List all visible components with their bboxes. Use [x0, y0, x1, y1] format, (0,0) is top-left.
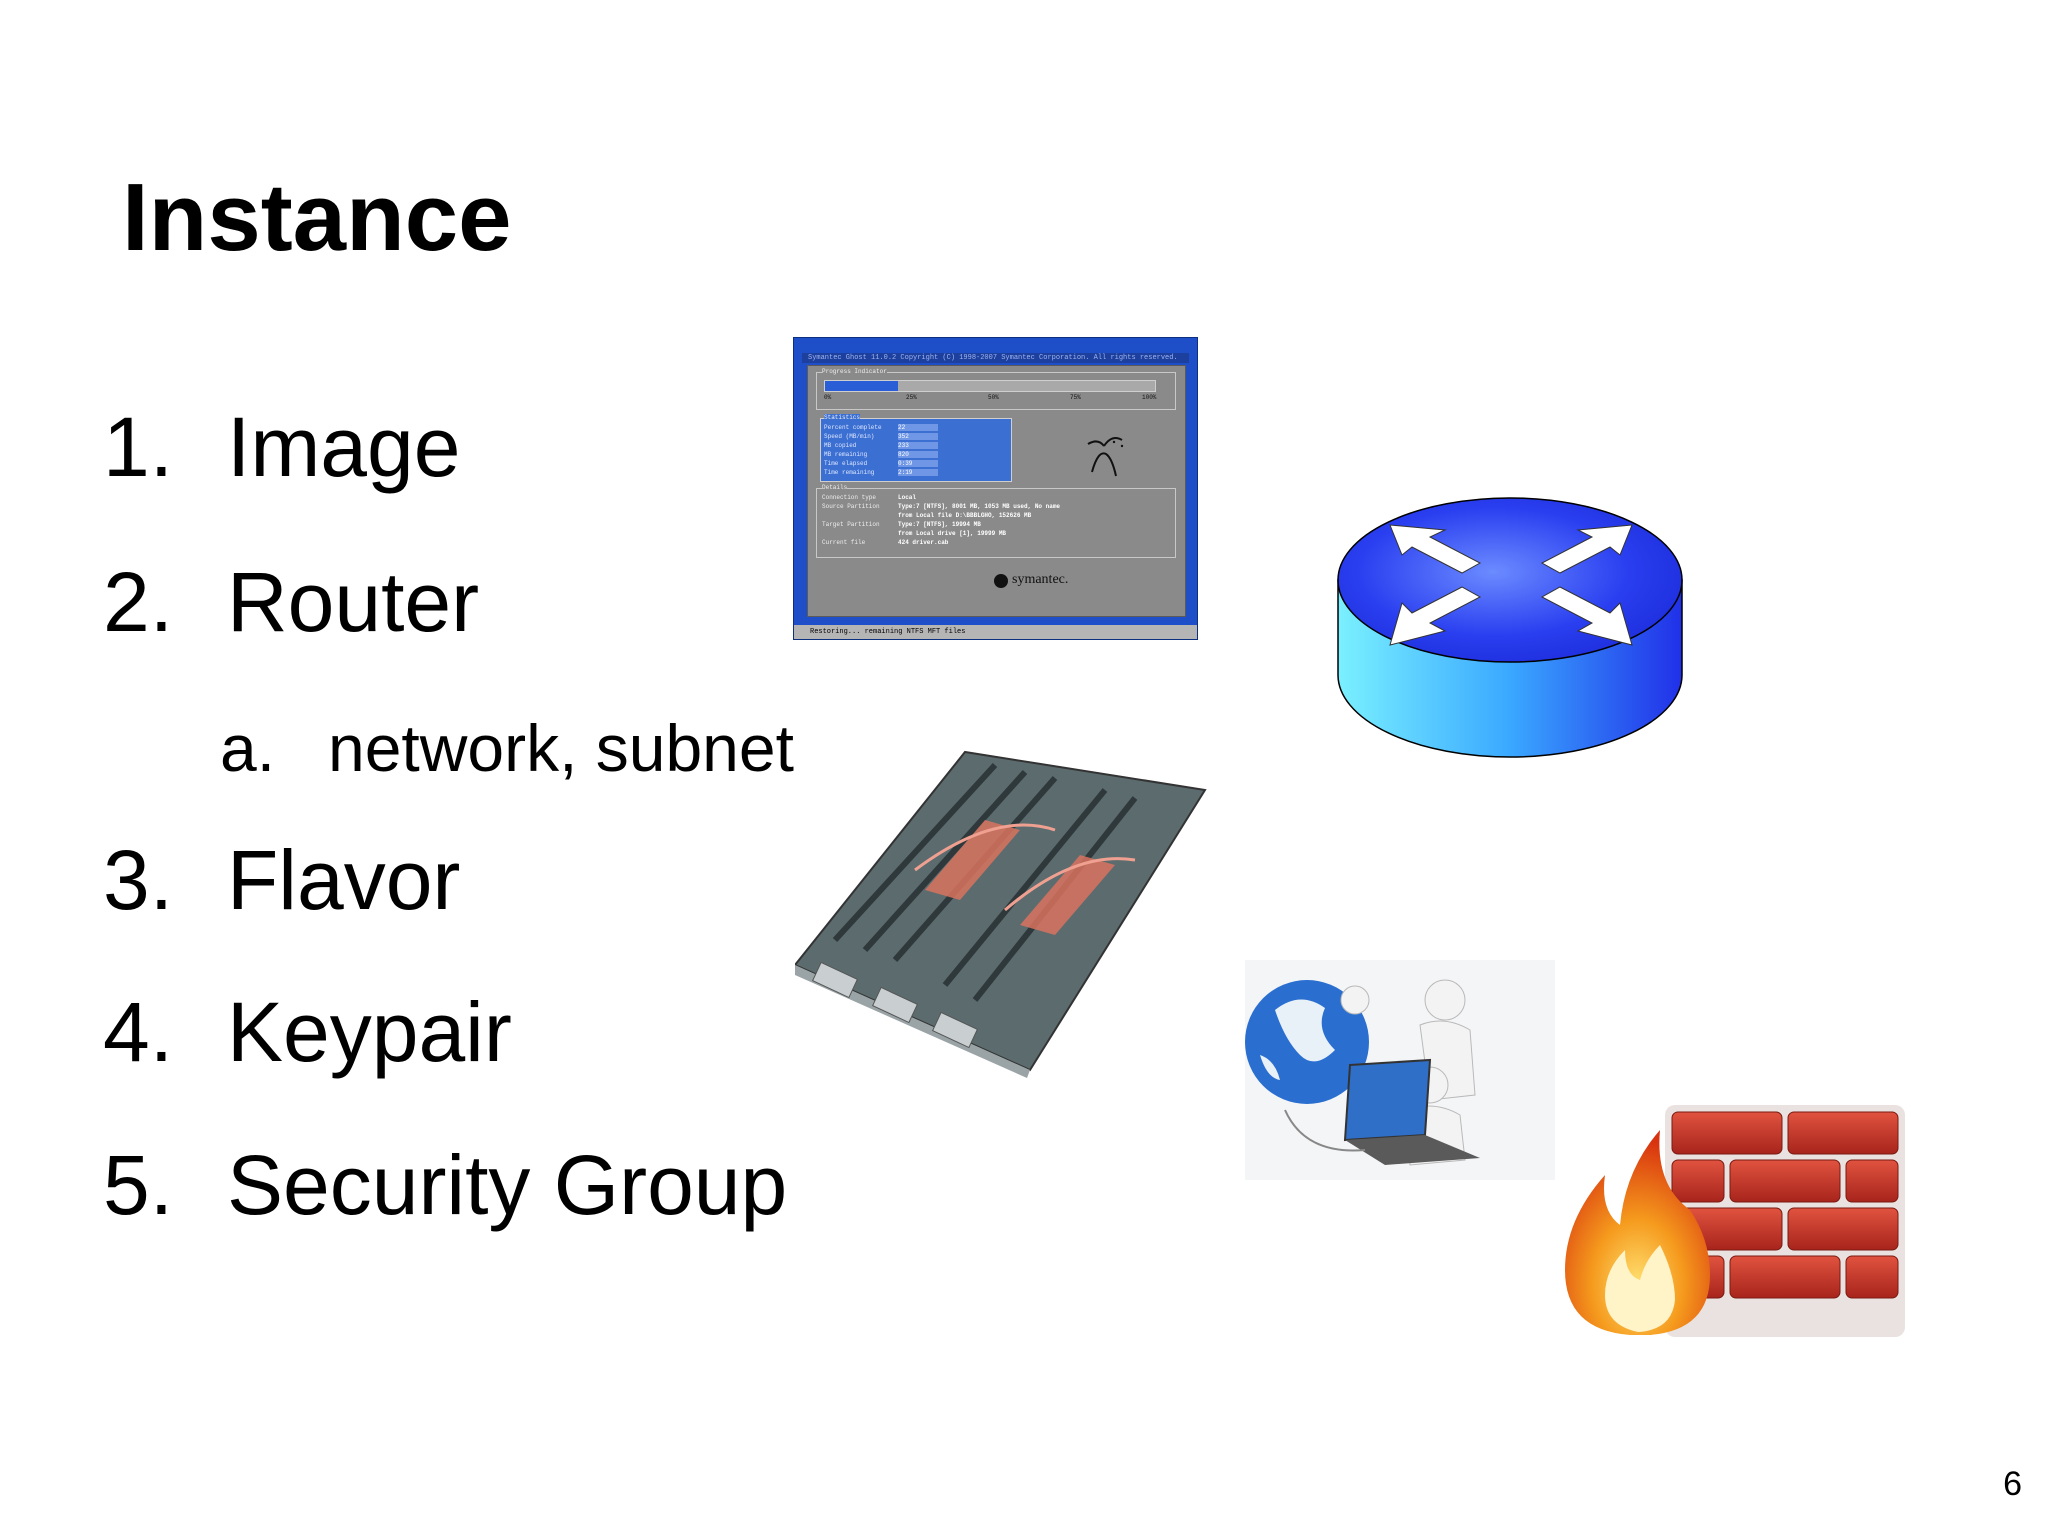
ghost-stat-name: Time remaining [824, 469, 875, 476]
symantec-logo-icon [994, 574, 1008, 588]
ghost-stat-value: 233 [898, 442, 938, 449]
ghost-scale-75: 75% [1070, 394, 1081, 401]
sub-item-label: network, subnet [328, 711, 794, 785]
server-board-image [795, 750, 1207, 1078]
sub-item-letter: a. [220, 711, 276, 785]
ghost-progress-fill [825, 381, 898, 391]
ghost-scale-0: 0% [824, 394, 832, 401]
ghost-scale-50: 50% [988, 394, 999, 401]
list-item-number: 1. [103, 400, 174, 494]
ghost-main-panel: Progress Indicator 0% 25% 50% 75% 100% S… [807, 365, 1186, 617]
ghost-stat-name: MB remaining [824, 451, 868, 458]
people-globe-laptop-image [1245, 960, 1555, 1180]
ghost-screenshot-image: Symantec Ghost 11.0.2 Copyright (C) 1998… [793, 337, 1198, 640]
ghost-progress-group [816, 372, 1176, 410]
ghost-stat-value: 22 [898, 424, 938, 431]
list-item-label: Router [227, 555, 480, 649]
router-icon [1337, 497, 1683, 758]
ghost-stat-value: 2:19 [898, 469, 938, 476]
ghost-stat-value: 0:39 [898, 460, 938, 467]
ghost-scale-100: 100% [1142, 394, 1157, 401]
ghost-detail-name: Connection type [822, 494, 877, 501]
ghost-progress-track [824, 380, 1156, 392]
list-item-label: Image [227, 400, 461, 494]
ghost-detail-value: Local [898, 494, 917, 501]
ghost-stat-name: Speed (MB/min) [824, 433, 875, 440]
list-item-number: 2. [103, 555, 174, 649]
list-item-number: 3. [103, 833, 174, 927]
firewall-icon [1565, 1105, 1905, 1337]
ghost-detail-value: Type:7 [NTFS], 19994 MB [898, 521, 981, 528]
list-item-label: Security Group [227, 1138, 788, 1232]
list-item-label: Flavor [227, 833, 461, 927]
ghost-detail-value: Type:7 [NTFS], 8001 MB, 1053 MB used, No… [898, 503, 1061, 510]
ghost-details-box [816, 488, 1176, 558]
ghost-detail-name: Current file [822, 539, 866, 546]
ghost-progress-label: Progress Indicator [822, 368, 887, 375]
ghost-stat-name: Percent complete [824, 424, 882, 431]
ghost-stat-name: Time elapsed [824, 460, 868, 467]
ghost-detail-name: Target Partition [822, 521, 880, 528]
ghost-detail-value: 424 driver.cab [898, 539, 949, 546]
symantec-brand-text: symantec. [1012, 572, 1069, 587]
ghost-scale-25: 25% [906, 394, 917, 401]
list-item-label: Keypair [227, 985, 512, 1079]
ghost-statistics-label: Statistics [824, 414, 861, 421]
ghost-stat-value: 352 [898, 433, 938, 440]
page-number: 6 [2003, 1465, 2022, 1503]
ghost-status-bar: Restoring... remaining NTFS MFT files [794, 625, 1197, 639]
ghost-detail-name: Source Partition [822, 503, 880, 510]
ghost-details-label: Details [822, 484, 848, 491]
list-item-number: 4. [103, 985, 174, 1079]
ghost-logo-icon [1087, 437, 1124, 477]
slide-title: Instance [122, 164, 512, 271]
ghost-detail-value: from Local drive [1], 19999 MB [898, 530, 1007, 537]
ghost-detail-value: from Local file D:\BBBLGHO, 152626 MB [898, 512, 1032, 519]
ghost-stat-value: 820 [898, 451, 938, 458]
ghost-title-bar: Symantec Ghost 11.0.2 Copyright (C) 1998… [802, 353, 1189, 363]
ghost-stat-name: MB copied [824, 442, 857, 449]
list-item-number: 5. [103, 1138, 174, 1232]
